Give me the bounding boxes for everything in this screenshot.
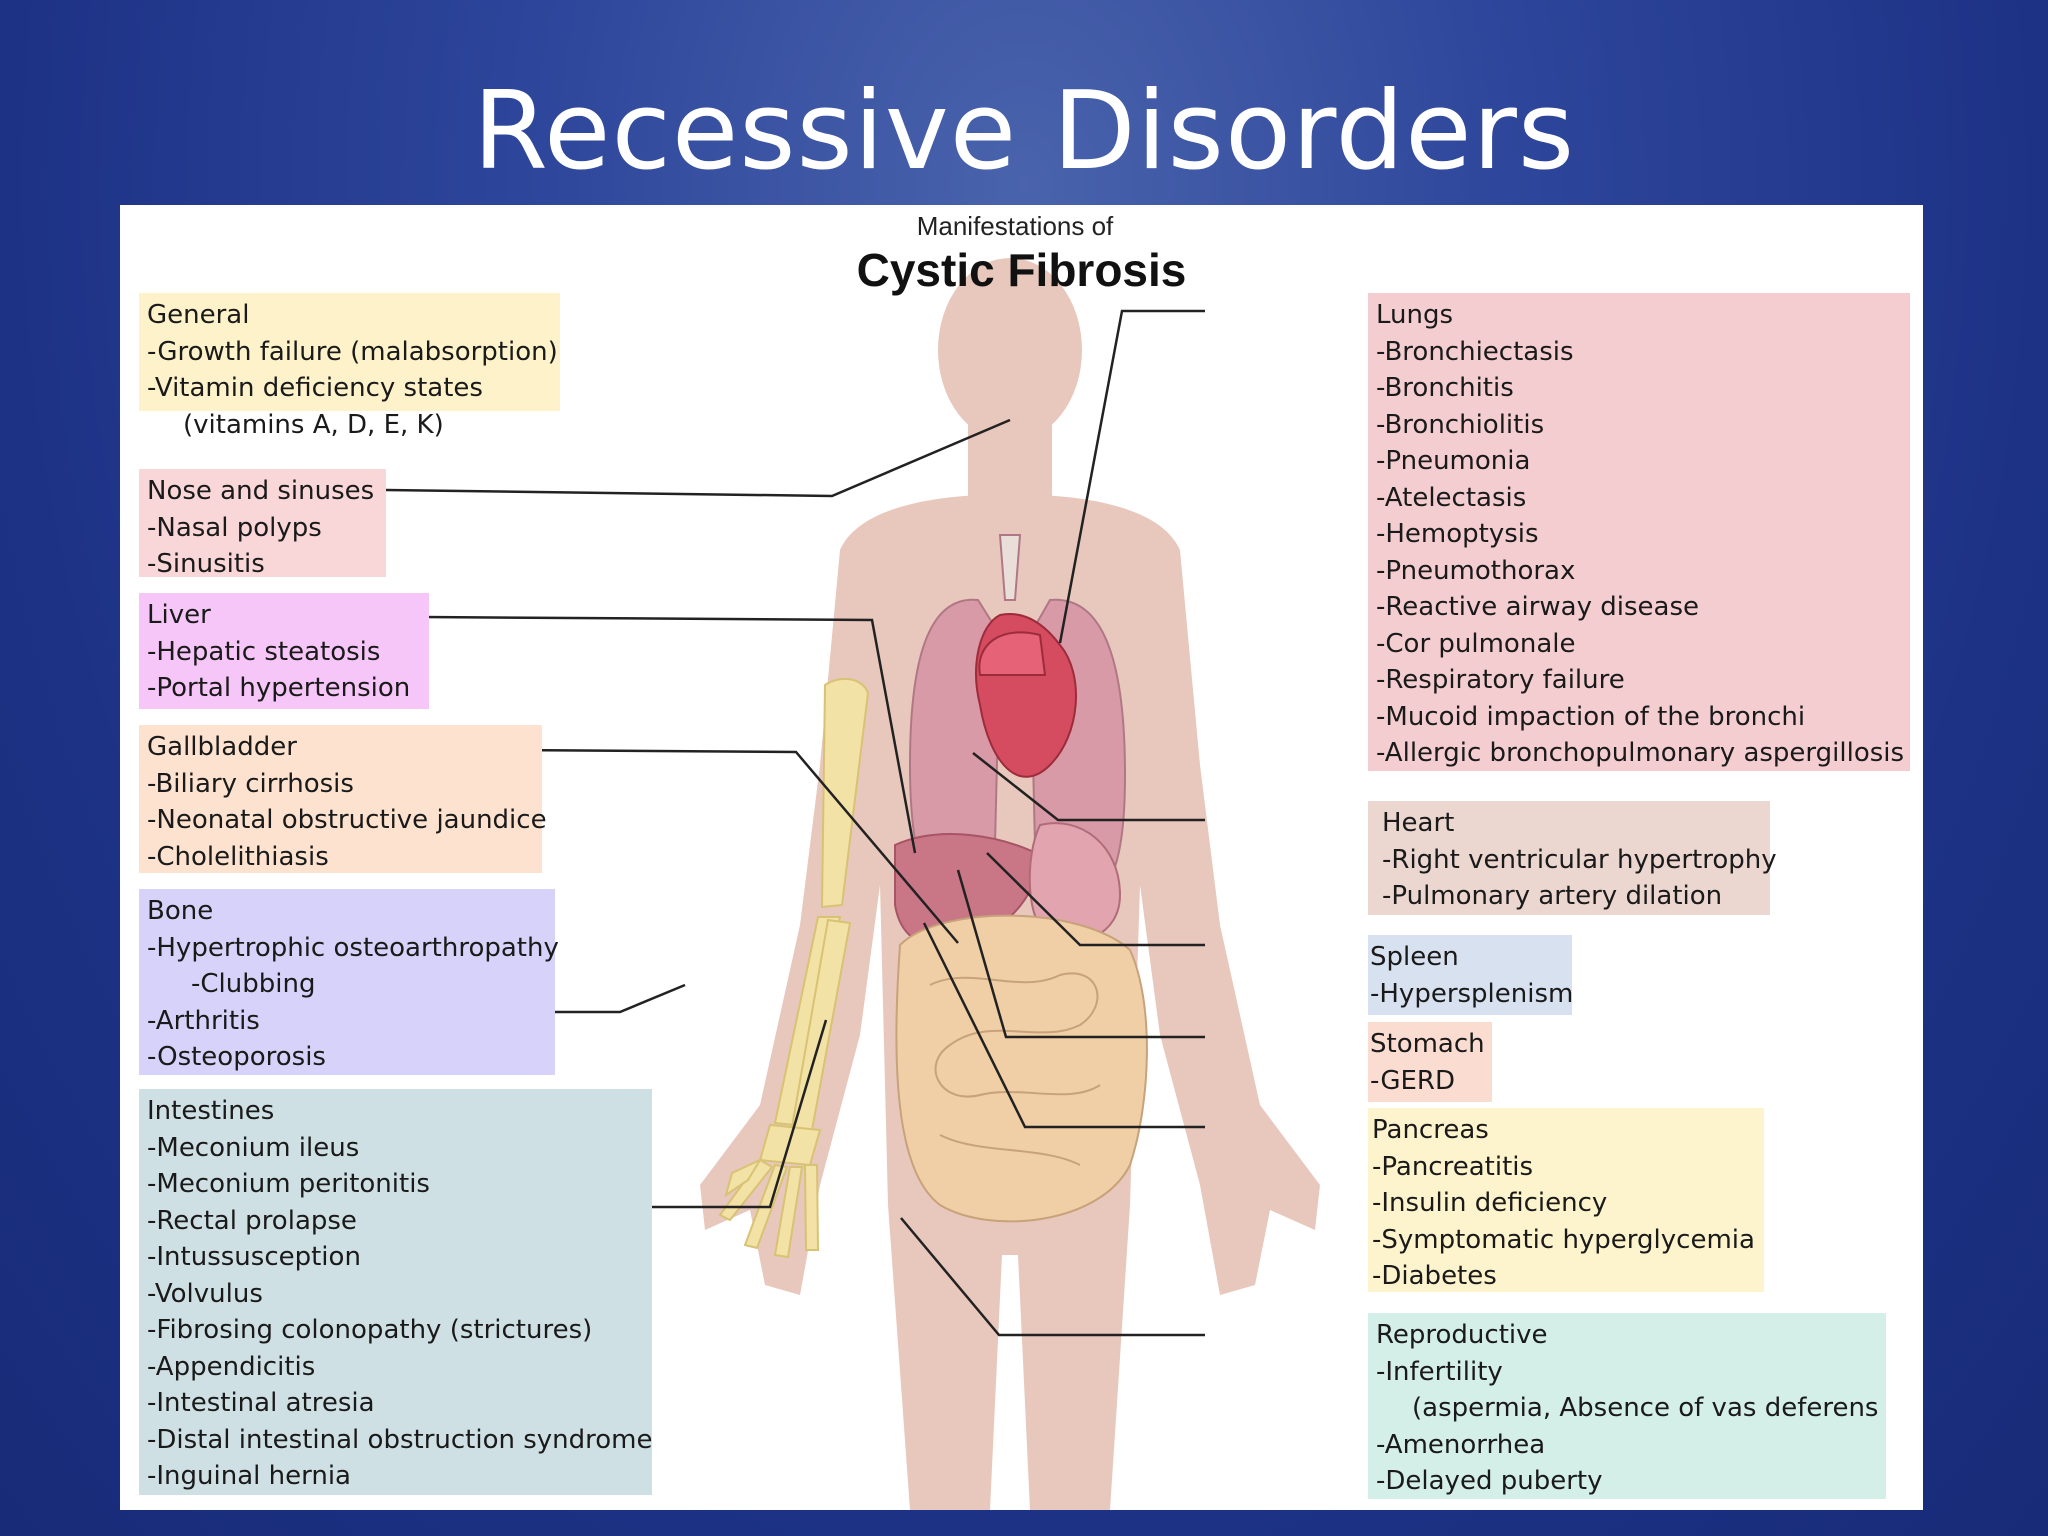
box-item: -Fibrosing colonopathy (strictures) (147, 1315, 593, 1345)
box-item: -Meconium ileus (147, 1132, 360, 1163)
box-item: -Pulmonary artery dilation (1382, 881, 1723, 911)
box-item: -Portal hypertension (147, 673, 411, 703)
box-heading: Pancreas (1372, 1115, 1489, 1145)
box-item: -Right ventricular hypertrophy (1382, 844, 1777, 875)
box-item: -Distal intestinal obstruction syndrome (147, 1424, 653, 1455)
box-item: -Inguinal hernia (147, 1461, 351, 1491)
leader-lines (385, 309, 1205, 1337)
heart-box: Heart -Right ventricular hypertrophy -Pu… (1368, 801, 1777, 915)
intestines-illustration (895, 914, 1148, 1223)
figure-subtitle: Manifestations of (916, 211, 1114, 241)
intestines-box: Intestines -Meconium ileus -Meconium per… (139, 1089, 653, 1495)
box-item: -Growth failure (malabsorption) (147, 336, 558, 367)
box-item: -Hypersplenism (1370, 978, 1574, 1009)
box-item: -Vitamin deficiency states (147, 373, 483, 403)
box-item: (vitamins A, D, E, K) (183, 409, 444, 440)
leader-stomach (956, 869, 1205, 1039)
leader-liver (422, 615, 917, 854)
box-item: -Volvulus (147, 1278, 263, 1309)
box-heading: General (147, 300, 250, 330)
box-item: -Reactive airway disease (1376, 592, 1700, 622)
leader-gallbladder (503, 748, 959, 944)
box-item: -Bronchiolitis (1376, 409, 1545, 440)
leader-bone (547, 983, 686, 1014)
figure-title: Cystic Fibrosis (856, 244, 1187, 296)
leader-nose (385, 418, 1011, 498)
box-heading: Heart (1382, 808, 1455, 838)
box-item: -Amenorrhea (1376, 1429, 1546, 1460)
leader-spleen (986, 852, 1205, 947)
leader-reproductive (900, 1217, 1205, 1337)
box-heading: Nose and sinuses (147, 476, 375, 506)
box-item: -Intussusception (147, 1242, 361, 1272)
box-heading: Liver (147, 600, 211, 630)
body-illustration (385, 258, 1320, 1510)
cystic-fibrosis-figure: Manifestations of Cystic Fibrosis Genera… (120, 205, 1923, 1510)
box-item: -Nasal polyps (147, 512, 322, 543)
box-item: -Hemoptysis (1376, 519, 1539, 549)
box-item: -Appendicitis (147, 1351, 316, 1382)
leader-lungs (1058, 309, 1205, 644)
box-item: (aspermia, Absence of vas deferens (1412, 1393, 1879, 1423)
box-item: -Diabetes (1372, 1261, 1497, 1291)
box-heading: Gallbladder (147, 732, 297, 762)
box-item: -Cor pulmonale (1376, 628, 1576, 659)
box-item: -Respiratory failure (1376, 665, 1625, 695)
box-item: -Mucoid impaction of the bronchi (1376, 701, 1806, 732)
box-item: -Bronchiectasis (1376, 336, 1574, 367)
box-item: -Hepatic steatosis (147, 636, 381, 667)
slide-title: Recessive Disorders (472, 69, 1576, 194)
box-item: -Atelectasis (1376, 482, 1527, 513)
box-item: -GERD (1370, 1065, 1455, 1096)
nose-box: Nose and sinuses -Nasal polyps -Sinusiti… (139, 469, 386, 579)
pancreas-box: Pancreas -Pancreatitis -Insulin deficien… (1368, 1108, 1764, 1292)
box-item: -Symptomatic hyperglycemia (1372, 1224, 1755, 1255)
box-item: -Biliary cirrhosis (147, 768, 354, 799)
leader-heart (972, 752, 1205, 822)
box-item: -Pancreatitis (1372, 1151, 1534, 1182)
box-heading: Stomach (1370, 1029, 1485, 1059)
leader-pancreas (922, 922, 1205, 1129)
box-item: -Bronchitis (1376, 373, 1514, 403)
box-item: -Infertility (1376, 1356, 1503, 1387)
box-item: -Rectal prolapse (147, 1205, 357, 1236)
box-heading: Reproductive (1376, 1320, 1548, 1350)
box-item: -Hypertrophic osteoarthropathy (147, 932, 559, 963)
box-item: -Pneumonia (1376, 446, 1531, 476)
arm-bones (718, 677, 870, 1259)
box-item: -Meconium peritonitis (147, 1169, 430, 1199)
spleen-box: Spleen -Hypersplenism (1368, 935, 1574, 1015)
box-item: -Osteoporosis (147, 1042, 326, 1072)
reproductive-box: Reproductive -Infertility (aspermia, Abs… (1368, 1313, 1886, 1499)
box-item: -Cholelithiasis (147, 841, 329, 872)
general-box: General -Growth failure (malabsorption) … (139, 293, 560, 440)
box-heading: Spleen (1370, 942, 1459, 972)
liver-box: Liver -Hepatic steatosis -Portal hyperte… (139, 593, 429, 709)
stomach-box: Stomach -GERD (1368, 1022, 1492, 1102)
gallbladder-box: Gallbladder -Biliary cirrhosis -Neonatal… (139, 725, 547, 873)
box-item: -Clubbing (191, 969, 316, 999)
lungs-box: Lungs -Bronchiectasis -Bronchitis -Bronc… (1368, 293, 1910, 771)
box-item: -Intestinal atresia (147, 1388, 375, 1418)
box-heading: Bone (147, 896, 214, 926)
box-item: -Sinusitis (147, 549, 265, 579)
heart-illustration (975, 613, 1077, 778)
box-item: -Arthritis (147, 1005, 260, 1036)
bone-box: Bone -Hypertrophic osteoarthropathy -Clu… (139, 889, 559, 1075)
box-item: -Neonatal obstructive jaundice (147, 805, 547, 835)
box-heading: Intestines (147, 1096, 275, 1126)
box-item: -Delayed puberty (1376, 1466, 1603, 1496)
box-heading: Lungs (1376, 300, 1454, 330)
box-item: -Allergic bronchopulmonary aspergillosis (1376, 738, 1905, 768)
box-item: -Insulin deficiency (1372, 1188, 1608, 1218)
box-item: -Pneumothorax (1376, 555, 1576, 586)
